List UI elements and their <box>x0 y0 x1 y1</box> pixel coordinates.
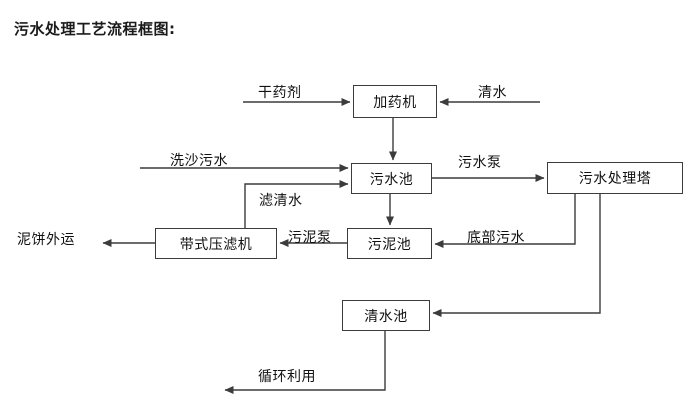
edge-filtered-water-to-wastewater-pool <box>244 180 349 228</box>
node-treatment-tower[interactable]: 污水处理塔 <box>547 162 683 194</box>
node-sludge-pool[interactable]: 污泥池 <box>347 228 432 259</box>
label-text: 污泥泵 <box>288 230 332 246</box>
label-text: 底部污水 <box>467 230 525 246</box>
node-label: 带式压滤机 <box>179 236 253 253</box>
node-label: 污水处理塔 <box>578 171 652 187</box>
label-text: 清水 <box>478 85 507 101</box>
edge-bottom-sewage-to-sludge-pool <box>434 194 576 248</box>
edge-label-bottom-sewage: 底部污水 <box>467 227 525 247</box>
node-dosing-machine[interactable]: 加药机 <box>353 85 437 118</box>
label-text: 循环利用 <box>258 369 316 385</box>
terminal-label-mud-cake-transport: 泥饼外运 <box>17 229 75 249</box>
node-belt-filter-press[interactable]: 带式压滤机 <box>155 228 277 259</box>
edge-label-sand-wash-sewage: 洗沙污水 <box>170 150 228 170</box>
edge-label-sludge-pump: 污泥泵 <box>288 227 332 247</box>
node-clear-water-pool[interactable]: 清水池 <box>342 300 430 331</box>
label-text: 干药剂 <box>258 85 302 101</box>
node-label: 污泥池 <box>367 236 412 253</box>
edge-tower-to-clear-water-pool <box>432 194 601 317</box>
edge-label-filtered-water: 滤清水 <box>259 190 303 210</box>
edge-label-sewage-pump: 污水泵 <box>458 152 502 172</box>
edge-label-dry-chemical: 干药剂 <box>258 82 302 102</box>
edge-label-recycle-reuse: 循环利用 <box>258 366 316 386</box>
node-label: 清水池 <box>364 308 408 325</box>
label-text: 滤清水 <box>259 193 303 209</box>
label-text: 洗沙污水 <box>170 153 228 169</box>
label-text: 污水泵 <box>458 155 502 171</box>
edge-label-clean-water: 清水 <box>478 82 507 102</box>
node-label: 加药机 <box>373 94 417 111</box>
node-label: 污水池 <box>369 171 414 188</box>
edge-clear-water-pool-to-reuse <box>224 331 386 394</box>
page-title: 污水处理工艺流程框图: <box>14 20 176 38</box>
node-wastewater-pool[interactable]: 污水池 <box>351 163 432 194</box>
label-text: 泥饼外运 <box>17 232 75 248</box>
